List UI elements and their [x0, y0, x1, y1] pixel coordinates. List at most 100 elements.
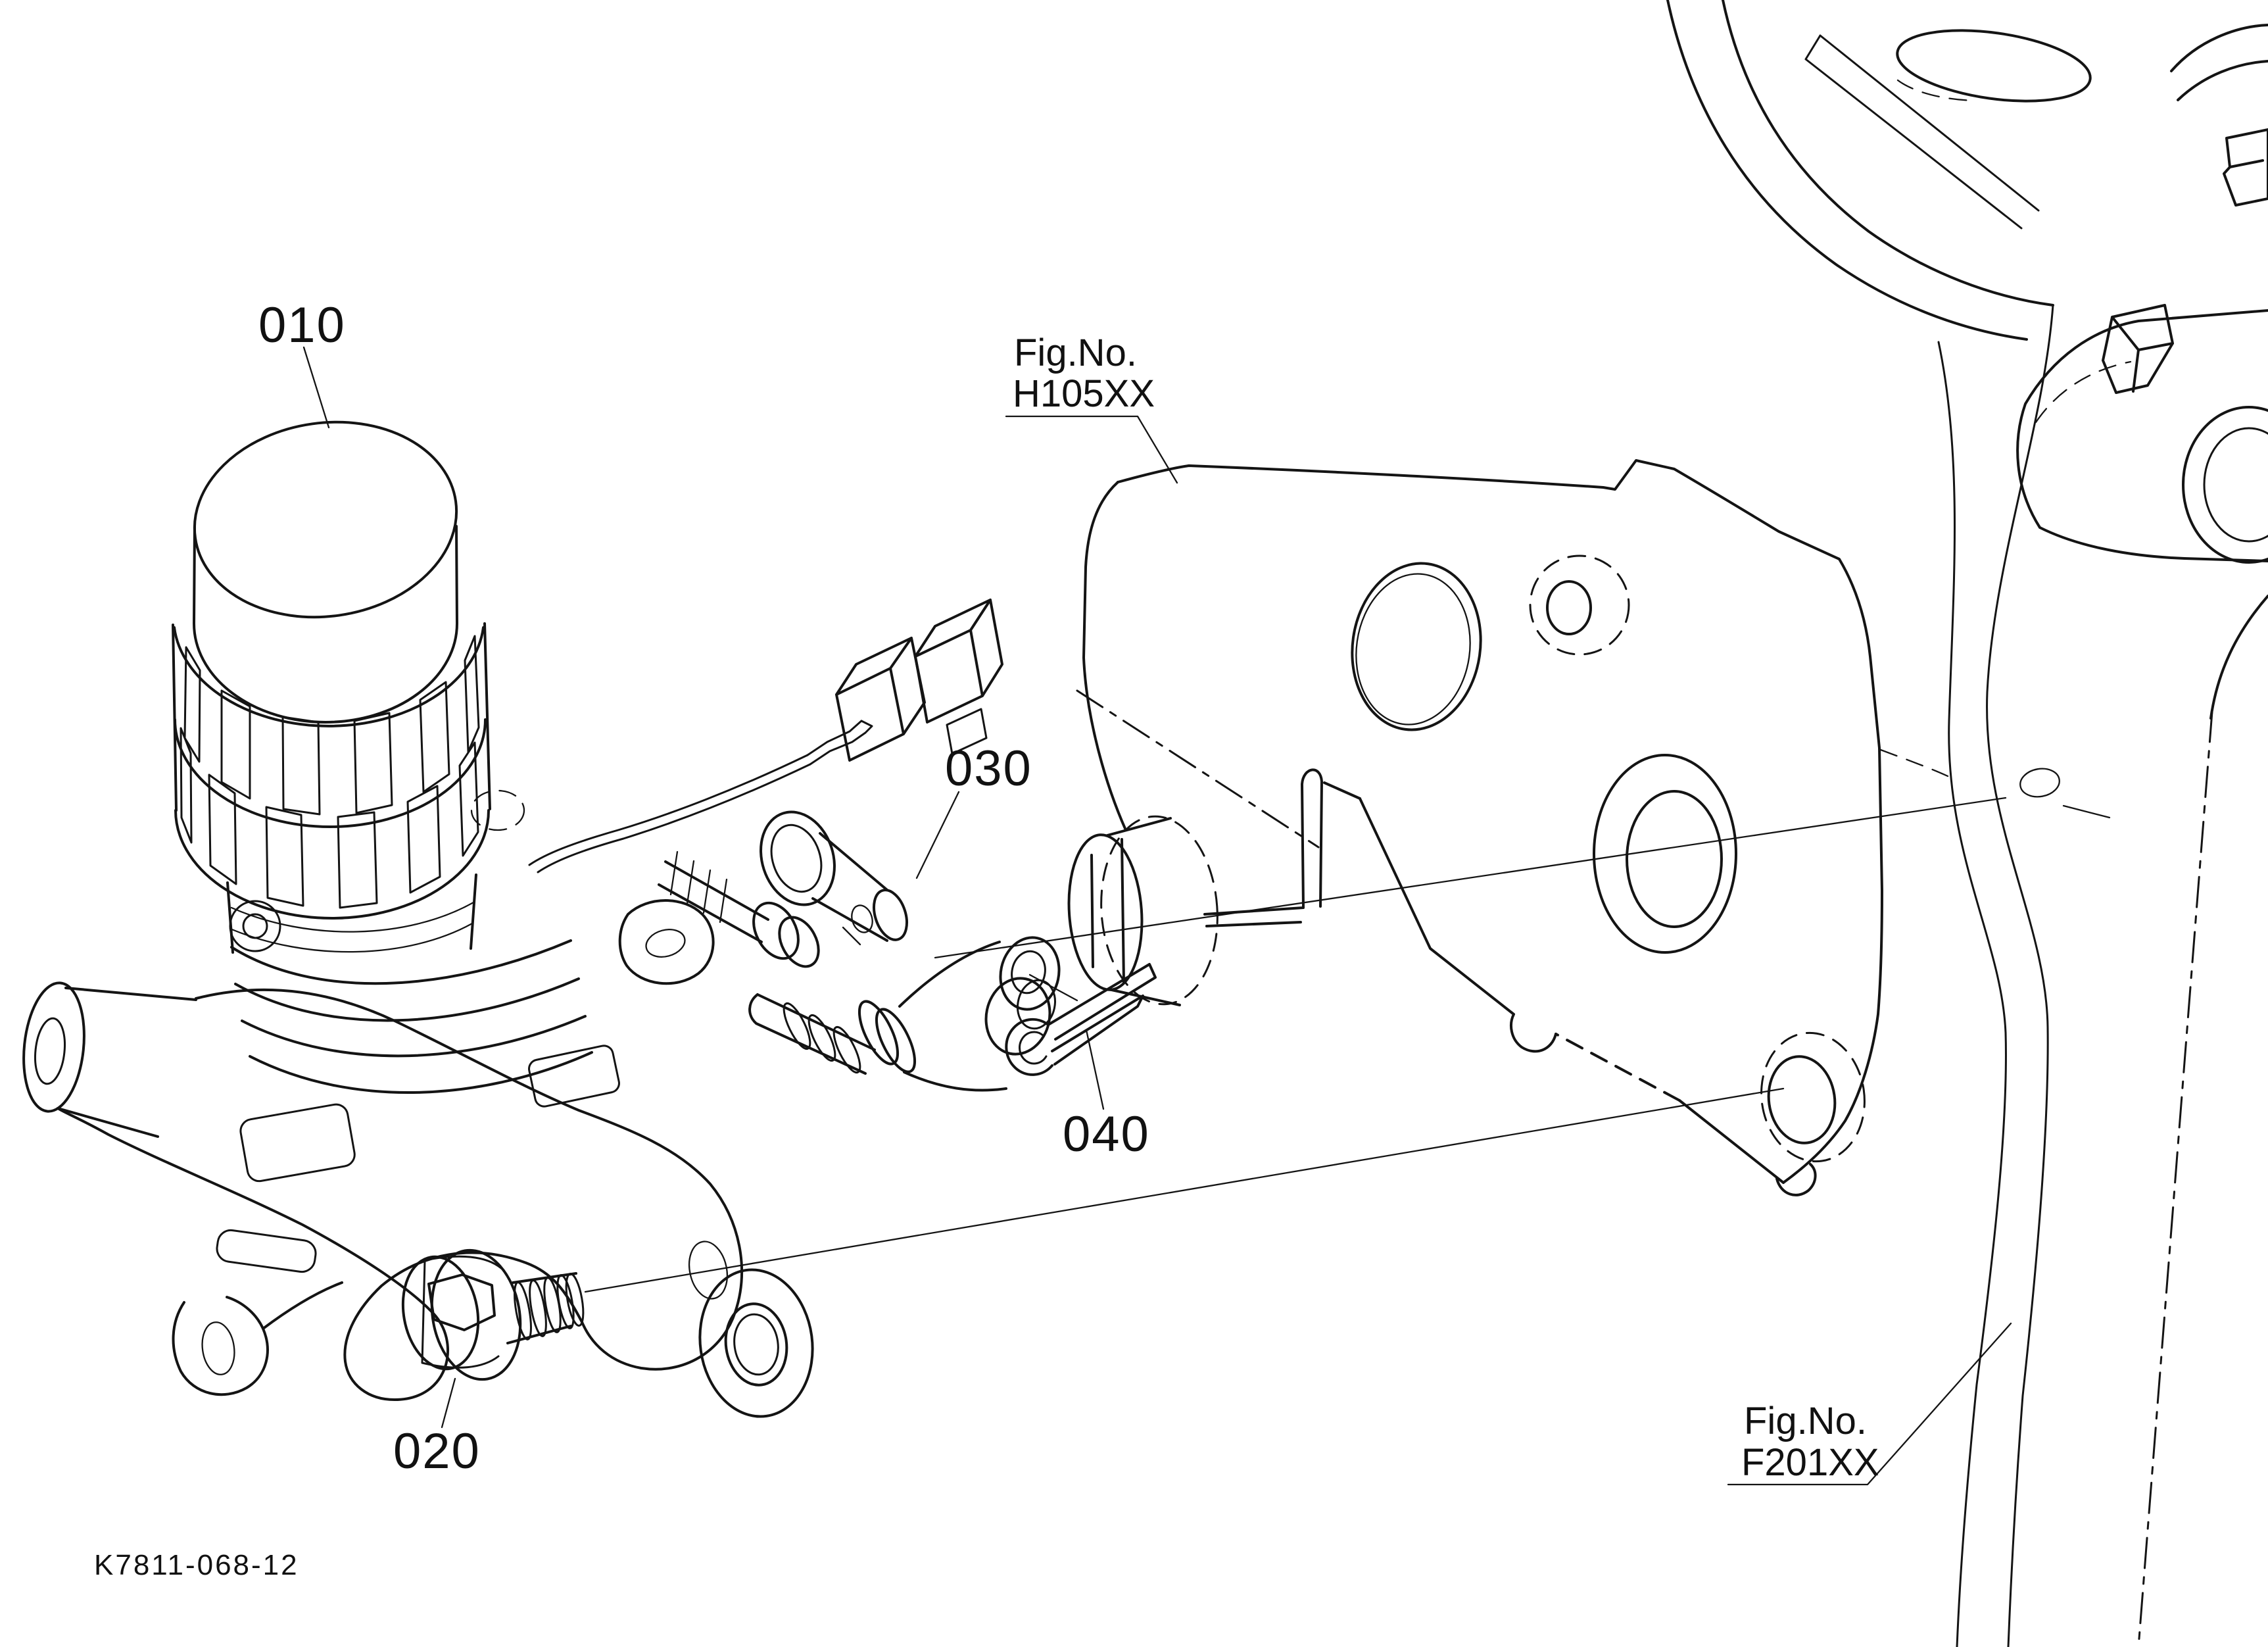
pin-tip [873, 889, 908, 941]
frame-centerline [2137, 710, 2213, 1647]
body-side-ring-outer [229, 900, 281, 952]
knurl-ring-bottom [174, 809, 490, 920]
plug-face [1067, 833, 1144, 991]
mounting-stud [618, 850, 820, 985]
leader-lines [302, 346, 2111, 1486]
cotter-loop-outer [1005, 1018, 1053, 1076]
bolt-thread-4 [556, 1274, 575, 1329]
frame-f201xx [1666, 0, 2268, 1647]
frame-tube-end-inner [2203, 427, 2268, 543]
rod-thread-ring-3 [832, 1025, 861, 1074]
cotter-insert-line [1028, 973, 1078, 1002]
rubber-plug [1067, 815, 1218, 1006]
fig-ref-f201xx-prefix: Fig.No. [1744, 1400, 1867, 1442]
flange-ear-hole [688, 1241, 729, 1300]
left-port-bore [34, 1017, 66, 1085]
connector-housing-b [914, 599, 1003, 724]
neck-rims [229, 901, 475, 953]
yoke-rear-ear [999, 936, 1061, 1011]
frame-top-oval-hidden [1896, 79, 1977, 102]
lower-ear-hole [201, 1321, 235, 1375]
rod-thread-ring-2 [808, 1014, 836, 1062]
frame-member-left-edge [1937, 341, 2007, 1647]
flange-bolt-020 [401, 1248, 585, 1381]
cotter-pin-040 [1005, 963, 1157, 1076]
body-side-ring-inner [242, 913, 268, 939]
fig-ref-h105xx-code[interactable]: H105XX [1013, 372, 1155, 415]
neck-sides [226, 873, 477, 954]
leader-020 [441, 1377, 456, 1429]
leader-040 [1085, 1029, 1105, 1110]
body-highlight-window-3 [216, 1229, 317, 1273]
clevis-pin-030 [760, 810, 908, 946]
bracket-large-hole-outer [1351, 562, 1482, 731]
frame-small-hole [2019, 768, 2060, 798]
bracket-bushing-hole [1546, 580, 1592, 635]
bracket-collar-outer [1593, 754, 1737, 954]
frame-right-corner-curve [2209, 595, 2268, 720]
bracket-bottom-edge-a [1678, 1099, 1785, 1184]
bracket-lower-tab [1775, 1163, 1817, 1196]
callout-020: 020 [393, 1423, 481, 1479]
bracket-u-notch [1203, 768, 1323, 927]
fig-ref-h105xx-prefix: Fig.No. [1014, 332, 1137, 374]
knurl-ring-top [173, 626, 485, 727]
frame-brace [1804, 34, 2040, 230]
callout-010: 010 [258, 297, 346, 353]
pin-shaft [811, 832, 888, 942]
bolt-tip [565, 1273, 585, 1327]
fig-ref-h105xx[interactable]: Fig.No. H105XX [1013, 332, 1155, 415]
leader-030 [915, 791, 960, 879]
leader-010 [302, 346, 330, 429]
left-port-sides [57, 987, 197, 1138]
shoulder-hidden-circle [470, 789, 525, 831]
bolt-thread-2 [529, 1279, 547, 1337]
bracket-outline-top-right [1117, 459, 1883, 1184]
pin-head-outer [760, 810, 836, 906]
outlet-port-outer [724, 1302, 788, 1387]
callout-030: 030 [945, 741, 1032, 797]
wiring-connector [528, 599, 1003, 873]
cotter-loop-inner [1019, 1031, 1048, 1065]
knurl-ring-sides [172, 622, 491, 812]
pushrod-clevis [748, 936, 1078, 1092]
fig-ref-f201xx-code[interactable]: F201XX [1741, 1441, 1879, 1484]
pin-head-inner [770, 823, 823, 893]
jam-collar-rear [875, 1008, 917, 1073]
stud-tip-end [778, 916, 820, 968]
bracket-left-edge [1082, 481, 1127, 831]
pin-axis-hint [842, 926, 861, 946]
bolt-axis-line [584, 1087, 1785, 1293]
frame-notched-boss [2223, 128, 2268, 207]
bracket-plate-h105xx [1067, 459, 1883, 1196]
reservoir-assembly [172, 420, 593, 1094]
pin-axis-line [934, 797, 2111, 959]
stud-tip-front [752, 901, 800, 960]
bracket-lower-collar-hidden [1760, 1031, 1866, 1163]
yoke-rear-hole [1011, 950, 1046, 995]
hex-plug [427, 1273, 496, 1331]
lower-flange-ear [172, 1281, 343, 1396]
bellows-ridges [230, 939, 593, 1094]
frame-top-oval-hole [1896, 29, 2092, 103]
bracket-lower-hole [1767, 1055, 1837, 1144]
master-cylinder-body [22, 850, 820, 1418]
bolt-flange-washer [430, 1248, 522, 1381]
connector-latch-tab [946, 708, 988, 755]
bracket-shaft-centerline [1076, 689, 1320, 848]
frame-cross-tube [2016, 309, 2268, 562]
wire-harness [528, 754, 811, 873]
stud-shank [658, 860, 769, 943]
outlet-boss-face [698, 1268, 814, 1418]
plug-body-lines [1090, 817, 1181, 1006]
labels: 010 020 030 040 Fig.No. H105XX Fig.No. F… [94, 297, 1879, 1581]
fig-ref-f201xx[interactable]: Fig.No. F201XX [1741, 1400, 1879, 1484]
body-highlight-window-1 [239, 1103, 356, 1183]
body-highlight-window-2 [528, 1045, 620, 1108]
bolt-thread-1 [514, 1281, 532, 1340]
rod-thread-ring-1 [783, 1002, 811, 1050]
stud-threads [669, 850, 728, 923]
bracket-bushing-hidden [1529, 554, 1630, 656]
cap-top [193, 420, 458, 619]
plug-rear-hidden [1100, 815, 1218, 1006]
